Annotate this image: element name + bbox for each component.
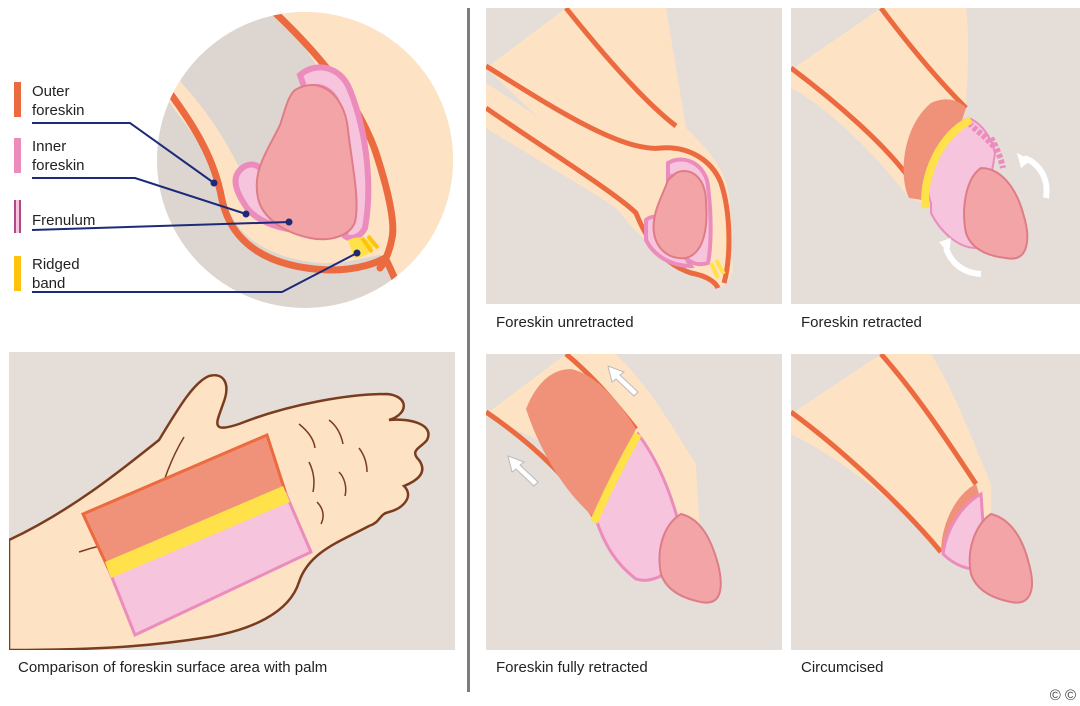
legend-label-ridged-band: Ridged band: [32, 255, 80, 293]
fully-retracted-illustration: [486, 354, 782, 650]
legend-swatch-frenulum: [14, 200, 21, 233]
legend-swatch-ridged-band: [14, 256, 21, 291]
caption-fully-retracted: Foreskin fully retracted: [496, 659, 648, 676]
palm-illustration: [9, 352, 455, 650]
panel-circumcised: [791, 354, 1080, 650]
legend-swatch-outer-foreskin: [14, 82, 21, 117]
panel-retracted: [791, 8, 1080, 304]
palm-comparison-panel: [9, 352, 455, 650]
caption-palm-comparison: Comparison of foreskin surface area with…: [18, 659, 327, 676]
legend-label-inner-foreskin: Inner foreskin: [32, 137, 85, 175]
panel-fully-retracted: [486, 354, 782, 650]
panel-unretracted: [486, 8, 782, 304]
cc-icon: © ©: [1050, 687, 1076, 704]
circumcised-illustration: [791, 354, 1080, 650]
caption-circumcised: Circumcised: [801, 659, 884, 676]
anatomy-diagram: Outer foreskin Inner foreskin Frenulum R…: [0, 0, 465, 335]
section-divider: [467, 8, 470, 692]
legend-label-outer-foreskin: Outer foreskin: [32, 82, 85, 120]
legend-swatch-inner-foreskin: [14, 138, 21, 173]
unretracted-illustration: [486, 8, 782, 304]
caption-retracted: Foreskin retracted: [801, 314, 922, 331]
legend-label-frenulum: Frenulum: [32, 211, 95, 230]
retracted-illustration: [791, 8, 1080, 304]
caption-unretracted: Foreskin unretracted: [496, 314, 634, 331]
